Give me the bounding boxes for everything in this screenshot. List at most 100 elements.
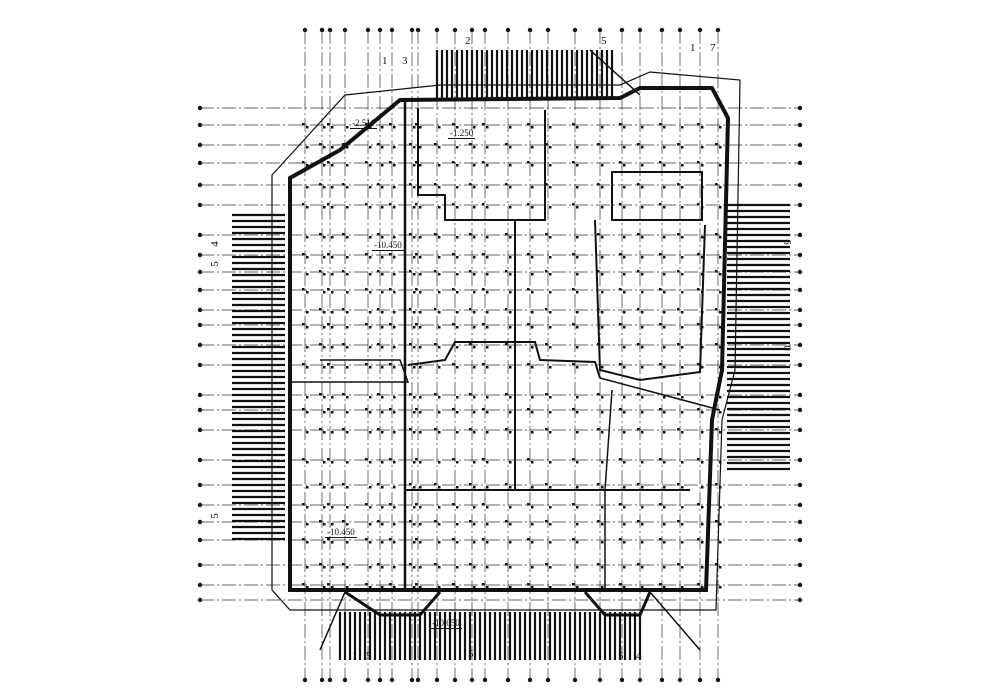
column	[719, 326, 722, 329]
column	[637, 270, 640, 273]
column	[413, 291, 416, 294]
column	[377, 393, 380, 396]
column	[413, 411, 416, 414]
column	[597, 183, 600, 186]
column	[697, 458, 700, 461]
column	[381, 146, 384, 149]
column	[319, 483, 322, 486]
column	[323, 146, 326, 149]
column	[346, 523, 349, 526]
column	[469, 483, 472, 486]
column	[415, 323, 418, 326]
column	[619, 538, 622, 541]
column	[701, 411, 704, 414]
column	[302, 538, 305, 541]
column	[486, 273, 489, 276]
column	[331, 326, 334, 329]
column	[419, 256, 422, 259]
column	[302, 203, 305, 206]
column	[677, 343, 680, 346]
column	[527, 363, 530, 366]
column	[486, 126, 489, 129]
column	[663, 346, 666, 349]
column	[306, 396, 309, 399]
column	[601, 273, 604, 276]
column	[619, 288, 622, 291]
column	[346, 346, 349, 349]
column	[342, 233, 345, 236]
column	[302, 123, 305, 126]
column	[323, 164, 326, 167]
column	[572, 408, 575, 411]
column	[342, 270, 345, 273]
column	[663, 396, 666, 399]
grid-bubble	[452, 27, 458, 33]
column	[509, 311, 512, 314]
column	[482, 161, 485, 164]
column	[549, 431, 552, 434]
column	[637, 520, 640, 523]
section-mark: 4	[636, 650, 642, 662]
elevation-mark: -10.450	[372, 240, 404, 251]
column	[346, 486, 349, 489]
column	[527, 408, 530, 411]
column	[452, 288, 455, 291]
column	[413, 486, 416, 489]
column	[438, 566, 441, 569]
column	[597, 520, 600, 523]
column	[306, 206, 309, 209]
column	[331, 256, 334, 259]
column	[393, 326, 396, 329]
column	[663, 311, 666, 314]
column	[576, 411, 579, 414]
column	[302, 363, 305, 366]
column	[576, 586, 579, 589]
column	[369, 164, 372, 167]
column	[323, 506, 326, 509]
column	[381, 411, 384, 414]
column	[549, 366, 552, 369]
column	[381, 396, 384, 399]
column	[641, 486, 644, 489]
column	[641, 236, 644, 239]
grid-bubble	[197, 322, 203, 328]
column	[409, 270, 412, 273]
column	[549, 411, 552, 414]
column	[545, 183, 548, 186]
column	[531, 396, 534, 399]
column	[393, 146, 396, 149]
column	[576, 486, 579, 489]
grid-bubble	[197, 182, 203, 188]
column	[505, 563, 508, 566]
elevation-mark: -1.250	[448, 128, 476, 139]
column	[389, 203, 392, 206]
column	[597, 233, 600, 236]
column	[377, 520, 380, 523]
column	[681, 273, 684, 276]
column	[473, 256, 476, 259]
column	[306, 311, 309, 314]
column	[601, 236, 604, 239]
column	[527, 203, 530, 206]
column	[619, 583, 622, 586]
column	[697, 203, 700, 206]
column	[393, 236, 396, 239]
column	[572, 253, 575, 256]
column	[413, 326, 416, 329]
column	[641, 326, 644, 329]
column	[601, 146, 604, 149]
grid-bubble	[797, 392, 803, 398]
column	[381, 566, 384, 569]
column	[306, 566, 309, 569]
column	[438, 291, 441, 294]
column	[473, 523, 476, 526]
column	[413, 431, 416, 434]
column	[601, 346, 604, 349]
column	[505, 483, 508, 486]
column	[413, 346, 416, 349]
column	[576, 461, 579, 464]
column	[701, 431, 704, 434]
column	[572, 583, 575, 586]
column	[469, 233, 472, 236]
section-mark: 0	[780, 345, 793, 351]
